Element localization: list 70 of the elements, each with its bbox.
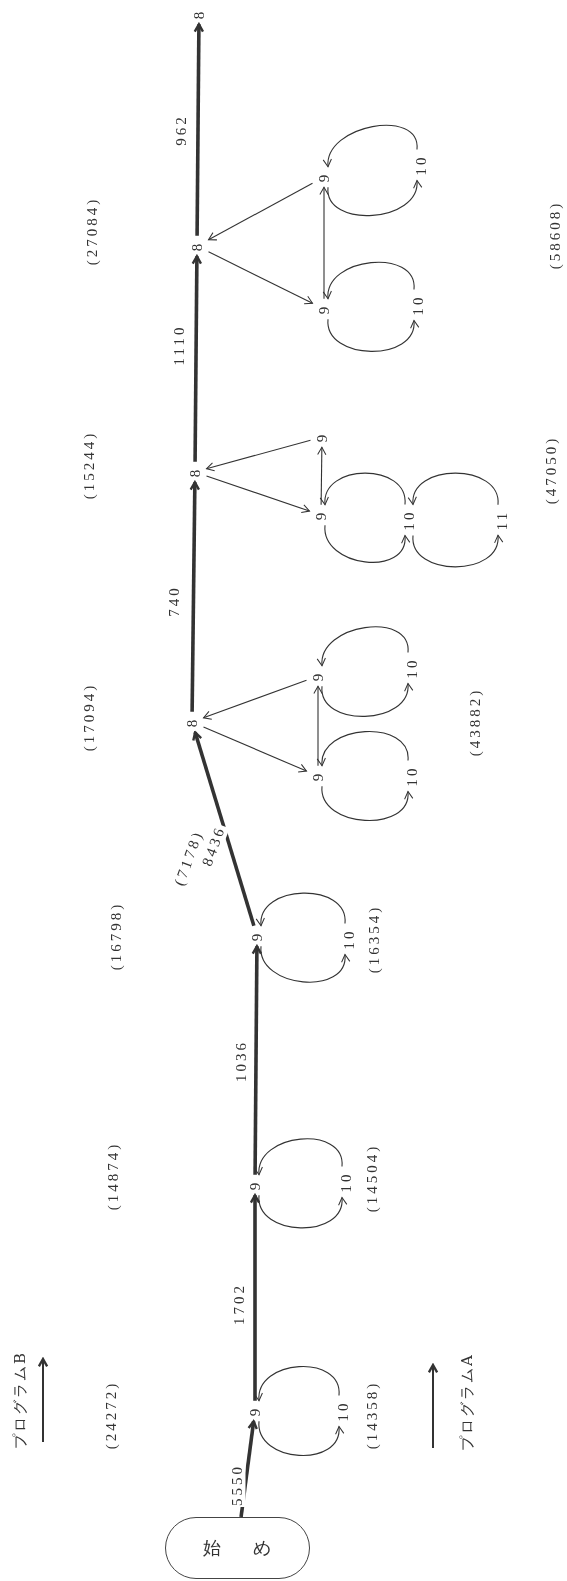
count-label: (15244) bbox=[80, 430, 98, 500]
arrow bbox=[317, 446, 327, 506]
curved-arrow bbox=[255, 1138, 343, 1176]
state-number: 9 bbox=[312, 166, 336, 188]
curved-arrow bbox=[318, 626, 409, 667]
count-label: (24272) bbox=[102, 1380, 120, 1450]
arrow bbox=[202, 726, 308, 773]
count-label: (16354) bbox=[365, 904, 383, 974]
state-number: 9 bbox=[309, 504, 333, 526]
curved-arrow bbox=[258, 1194, 346, 1229]
state-number: 9 bbox=[310, 426, 334, 448]
arrow bbox=[251, 945, 263, 1175]
count-label: (58608) bbox=[546, 200, 564, 270]
count-label: (14874) bbox=[104, 1141, 122, 1211]
curved-arrow bbox=[324, 524, 409, 563]
state-number: 8 bbox=[183, 461, 207, 483]
arrow bbox=[319, 186, 329, 300]
state-number: 9 bbox=[306, 665, 330, 687]
state-number: 8 bbox=[185, 235, 209, 257]
count-label: (27084) bbox=[83, 196, 101, 266]
state-number: 10 bbox=[334, 1166, 358, 1198]
state-number: 10 bbox=[400, 652, 424, 684]
state-number: 10 bbox=[400, 760, 424, 792]
count-label: (47050) bbox=[542, 435, 560, 505]
arrow bbox=[202, 679, 308, 720]
state-number: 10 bbox=[409, 149, 433, 181]
state-number: 8 bbox=[180, 711, 204, 733]
state-number: 9 bbox=[243, 1174, 267, 1196]
arrow bbox=[193, 23, 205, 236]
count-label: (14358) bbox=[363, 1380, 381, 1450]
curved-arrow bbox=[412, 534, 502, 568]
curved-arrow bbox=[324, 124, 418, 168]
state-number: 10 bbox=[397, 504, 421, 536]
curved-arrow bbox=[321, 785, 412, 821]
curved-arrow bbox=[318, 731, 409, 767]
state-number: 11 bbox=[490, 504, 514, 536]
state-number: 8 bbox=[187, 3, 211, 25]
curved-arrow bbox=[257, 892, 346, 927]
curved-arrow bbox=[321, 682, 412, 717]
legend-label: プログラムB bbox=[11, 1351, 29, 1449]
count-label: (43882) bbox=[466, 687, 484, 757]
legend-label: プログラムA bbox=[458, 1353, 476, 1451]
arrow bbox=[192, 731, 256, 927]
arrow bbox=[189, 481, 201, 712]
curved-arrow bbox=[260, 945, 349, 983]
arrow bbox=[313, 685, 323, 767]
start-terminal: 始め bbox=[164, 1517, 310, 1579]
arrow bbox=[205, 475, 311, 514]
arrow bbox=[207, 182, 314, 241]
count-label: (16798) bbox=[107, 901, 125, 971]
state-number: 9 bbox=[312, 298, 336, 320]
curved-arrow bbox=[327, 179, 421, 216]
state-number: 10 bbox=[337, 923, 361, 955]
curved-arrow bbox=[409, 472, 499, 506]
arrow bbox=[191, 255, 203, 462]
curved-arrow bbox=[255, 1366, 340, 1402]
arrow bbox=[205, 439, 312, 472]
state-number: 9 bbox=[245, 925, 269, 947]
state-number: 9 bbox=[243, 1400, 267, 1422]
state-number: 10 bbox=[331, 1395, 355, 1427]
state-number: 9 bbox=[306, 765, 330, 787]
count-label: (14504) bbox=[363, 1143, 381, 1213]
count-label: (17094) bbox=[80, 682, 98, 752]
curved-arrow bbox=[327, 318, 418, 352]
state-number: 10 bbox=[406, 289, 430, 321]
curved-arrow bbox=[324, 261, 415, 300]
curved-arrow bbox=[321, 472, 406, 506]
curved-arrow bbox=[258, 1420, 343, 1456]
arrow bbox=[207, 251, 314, 305]
arrow bbox=[249, 1194, 261, 1401]
